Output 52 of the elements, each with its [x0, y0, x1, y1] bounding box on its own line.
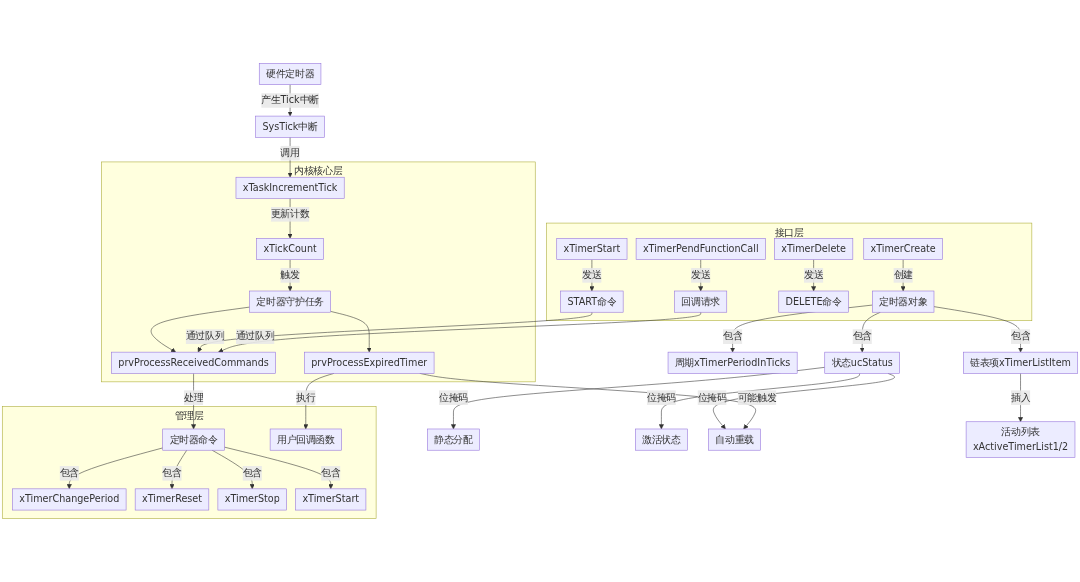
edge-label: 创建 [893, 269, 913, 281]
node-box: xTickCount [256, 238, 324, 260]
edge-label: 包含 [321, 467, 341, 479]
edge-label: 可能触发 [737, 391, 777, 403]
edge-label: 执行 [296, 391, 316, 403]
node-box: xTaskIncrementTick [235, 176, 345, 199]
edge-label: 调用 [280, 146, 300, 159]
edge-label: 包含 [59, 467, 79, 479]
node-box: xTimerStart [295, 488, 367, 511]
edge-label: 包含 [162, 467, 182, 479]
node-box: DELETE命令 [778, 290, 849, 313]
edge-label: 通过队列 [185, 330, 225, 342]
edge-label: 发送 [691, 269, 711, 281]
edge-label: 处理 [183, 391, 204, 403]
node-box: 回调请求 [674, 290, 728, 313]
edge-label: 包含 [1010, 330, 1031, 342]
node-box: xTimerPendFunctionCall [635, 238, 766, 260]
edge-label: 通过队列 [235, 330, 275, 342]
node-box: START命令 [560, 290, 624, 313]
node-box: 链表项xTimerListItem [963, 351, 1079, 374]
node-box: 激活状态 [635, 428, 688, 451]
node-box: xTimerChangePeriod [12, 488, 127, 511]
edge-label: 包含 [242, 467, 262, 479]
node-box: 硬件定时器 [258, 63, 322, 85]
edge-label: 包含 [722, 330, 743, 342]
edge-label: 位掩码 [646, 391, 676, 403]
edge-label: 位掩码 [439, 391, 468, 403]
node-box: 自动重载 [708, 428, 761, 451]
node-box: 活动列表 xActiveTimerList1/2 [965, 421, 1076, 458]
node-box: 周期xTimerPeriodInTicks [667, 351, 798, 374]
node-box: 定时器命令 [162, 428, 225, 451]
edge-label: 触发 [280, 269, 300, 281]
node-box: xTimerStart [556, 238, 628, 260]
node-box: 状态ucStatus [824, 351, 900, 374]
node-box: 用户回调函数 [269, 428, 342, 451]
node-box: prvProcessExpiredTimer [304, 351, 435, 374]
edge-label: 发送 [582, 269, 602, 281]
edge-label: 产生Tick中断 [261, 94, 319, 106]
node-box: 定时器对象 [872, 290, 935, 313]
edge-label: 包含 [852, 330, 872, 342]
node-box: 定时器守护任务 [249, 290, 331, 313]
edge-label: 发送 [804, 269, 824, 281]
node-box: prvProcessReceivedCommands [111, 351, 276, 374]
edge-label: 更新计数 [270, 208, 310, 220]
edge-label: 插入 [1010, 391, 1031, 403]
node-box: xTimerDelete [774, 238, 854, 260]
node-box: 静态分配 [427, 428, 480, 451]
node-box: SysTick中断 [255, 115, 325, 138]
node-box: xTimerReset [134, 488, 210, 511]
node-box: xTimerCreate [863, 238, 943, 260]
edge-label: 位掩码 [697, 391, 727, 403]
node-box: xTimerStop [217, 488, 287, 511]
